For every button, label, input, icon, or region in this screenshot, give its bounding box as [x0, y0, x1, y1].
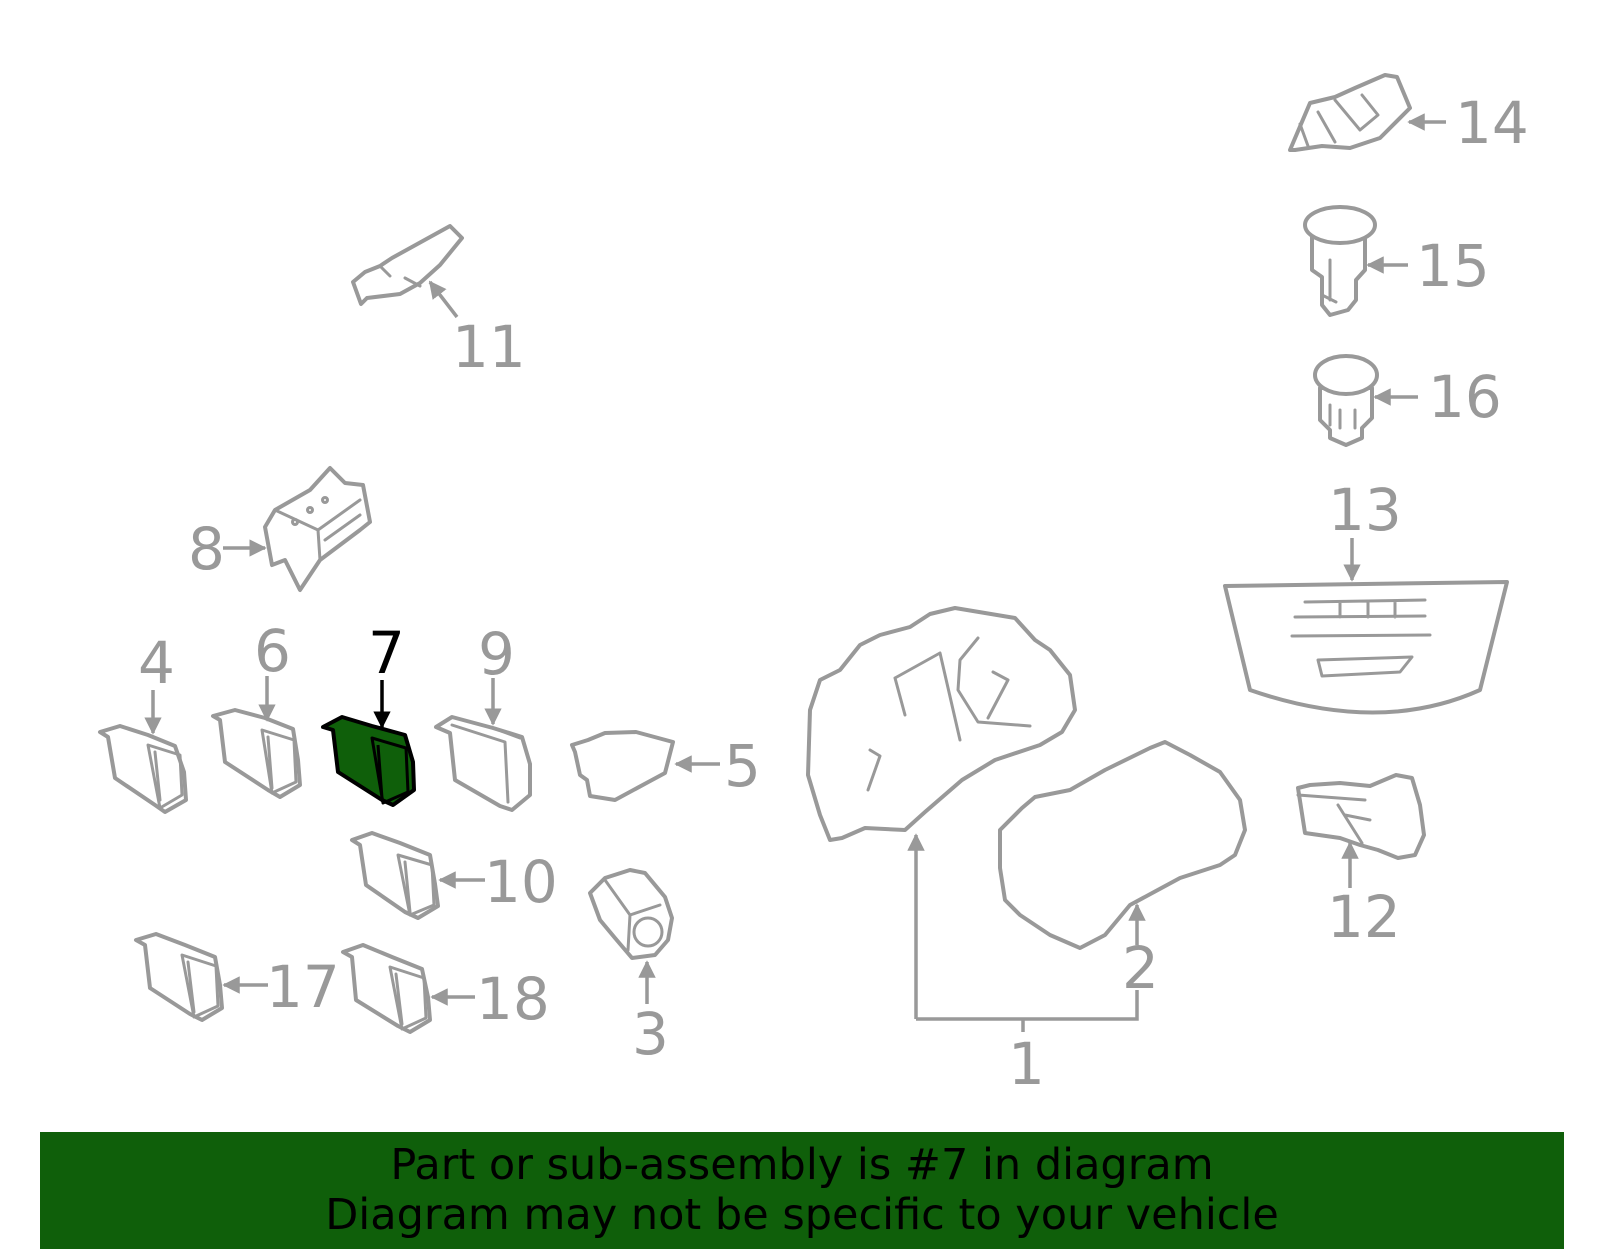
- leader-11: [428, 280, 459, 319]
- banner-line-part: Part or sub-assembly is #7 in diagram: [390, 1140, 1214, 1190]
- callout-13: 13: [1328, 476, 1402, 544]
- callout-8: 8: [188, 515, 225, 583]
- part-15-switch-knob[interactable]: [1303, 205, 1377, 317]
- banner-line-disclaimer: Diagram may not be specific to your vehi…: [325, 1190, 1279, 1240]
- part-3-switch[interactable]: [588, 868, 674, 960]
- part-14-bracket[interactable]: [1288, 73, 1412, 152]
- callout-3: 3: [632, 1000, 669, 1068]
- callout-9: 9: [478, 620, 515, 688]
- part-8-switch-panel[interactable]: [263, 466, 372, 592]
- part-5-trim-piece[interactable]: [570, 730, 675, 802]
- callout-16: 16: [1428, 363, 1502, 431]
- part-12-switch[interactable]: [1296, 773, 1426, 860]
- part-13-control-panel[interactable]: [1223, 580, 1509, 715]
- callout-11: 11: [452, 313, 526, 381]
- callout-2: 2: [1122, 934, 1159, 1002]
- part-7-switch-highlighted[interactable]: [321, 715, 416, 807]
- leader-1-bracket: [916, 990, 1139, 1032]
- part-6-switch[interactable]: [211, 708, 302, 799]
- part-11-bracket[interactable]: [351, 224, 464, 306]
- callout-10: 10: [484, 848, 558, 916]
- part-4-switch[interactable]: [98, 724, 188, 814]
- callout-5: 5: [724, 732, 761, 800]
- callout-18: 18: [476, 965, 550, 1033]
- part-18-switch[interactable]: [341, 943, 432, 1034]
- callout-6: 6: [254, 617, 291, 685]
- part-9-switch[interactable]: [434, 715, 532, 812]
- callout-12: 12: [1327, 883, 1401, 951]
- part-17-switch[interactable]: [134, 932, 224, 1022]
- callout-7: 7: [368, 619, 405, 687]
- callout-15: 15: [1416, 232, 1490, 300]
- callout-14: 14: [1455, 89, 1529, 157]
- callout-4: 4: [138, 629, 175, 697]
- info-banner: Part or sub-assembly is #7 in diagram Di…: [40, 1132, 1564, 1249]
- callout-1: 1: [1008, 1030, 1045, 1098]
- part-1-instrument-cluster-housing[interactable]: [806, 606, 1077, 842]
- callout-17: 17: [266, 953, 340, 1021]
- part-2-instrument-cluster[interactable]: [998, 740, 1247, 950]
- part-16-switch-knob[interactable]: [1313, 354, 1379, 447]
- part-10-switch[interactable]: [350, 831, 440, 920]
